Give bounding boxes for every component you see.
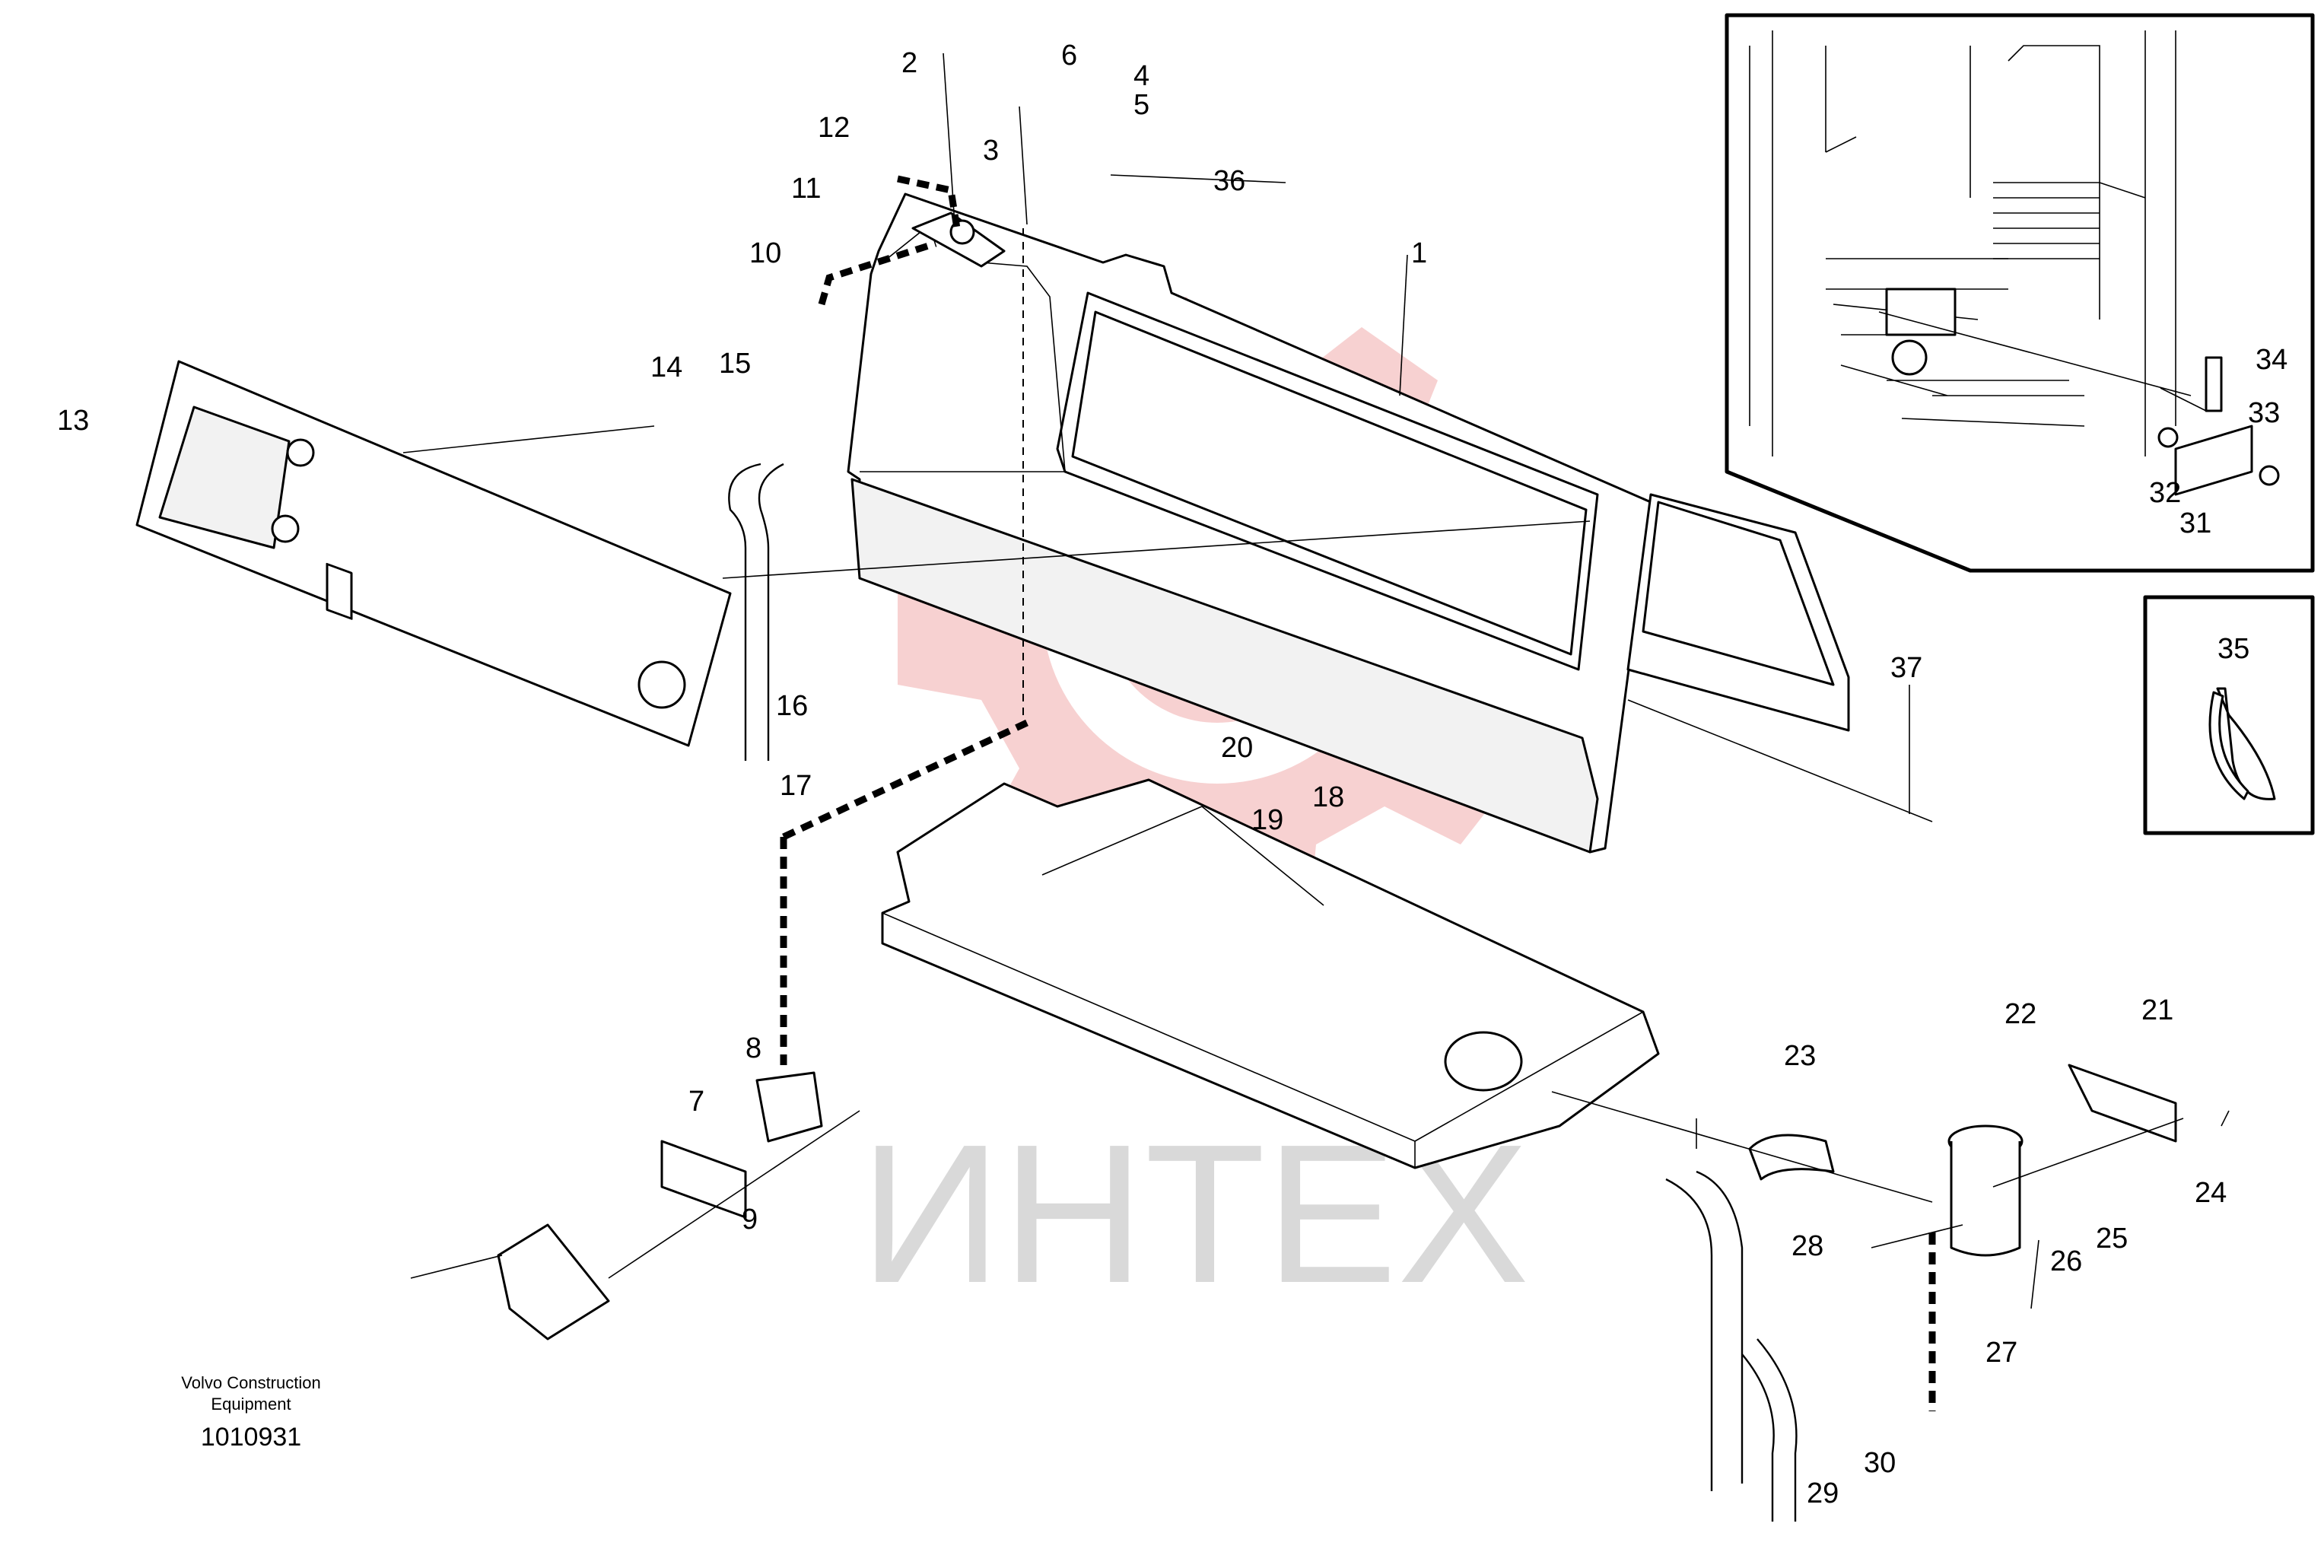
callout-1: 1 — [1411, 237, 1427, 269]
callout-15: 15 — [719, 348, 751, 380]
callout-26: 26 — [2050, 1245, 2082, 1277]
callout-3: 3 — [983, 135, 999, 167]
callout-10: 10 — [749, 237, 781, 269]
callout-5: 5 — [1133, 89, 1149, 121]
callout-6: 6 — [1061, 40, 1077, 72]
inset-detail-box — [1725, 13, 2315, 573]
callout-30: 30 — [1864, 1447, 1896, 1479]
callout-28: 28 — [1791, 1230, 1823, 1262]
lower-duct-housing — [881, 778, 1660, 1169]
callout-31: 31 — [2179, 507, 2211, 539]
callout-7: 7 — [688, 1086, 704, 1118]
brand-line-1: Volvo Construction — [181, 1373, 320, 1392]
callout-13: 13 — [57, 405, 89, 437]
callout-2: 2 — [901, 47, 917, 79]
switch-panel — [135, 360, 732, 747]
callout-17: 17 — [780, 770, 812, 802]
callout-33: 33 — [2248, 397, 2280, 429]
callout-24: 24 — [2195, 1177, 2227, 1209]
brand-line-2: Equipment — [211, 1395, 291, 1414]
switch-slots — [326, 562, 353, 620]
callout-8: 8 — [746, 1032, 761, 1064]
drawing-number: 1010931 — [201, 1423, 301, 1452]
callout-4: 4 — [1133, 60, 1149, 92]
callout-36: 36 — [1213, 165, 1245, 197]
drawing-caption: Volvo Construction Equipment 1010931 — [181, 1373, 320, 1452]
callout-34: 34 — [2256, 344, 2287, 376]
callout-20: 20 — [1221, 732, 1253, 764]
mounting-brackets — [497, 1064, 2177, 1341]
callout-32: 32 — [2149, 477, 2181, 509]
callout-25: 25 — [2096, 1223, 2128, 1255]
instrument-panel-housing — [847, 192, 1850, 854]
callout-23: 23 — [1784, 1040, 1816, 1072]
callout-37: 37 — [1890, 652, 1922, 684]
callout-9: 9 — [742, 1204, 758, 1236]
callout-16: 16 — [776, 690, 808, 722]
callout-22: 22 — [2004, 998, 2036, 1030]
callout-29: 29 — [1807, 1477, 1839, 1509]
inset-cable-tie-box — [2143, 595, 2315, 835]
callout-19: 19 — [1251, 804, 1283, 836]
hoses — [728, 463, 2024, 1522]
callout-35: 35 — [2217, 633, 2249, 665]
callout-11: 11 — [791, 173, 821, 205]
callout-labels: 1 2 3 4 5 6 7 8 9 10 11 12 13 14 15 16 1… — [57, 40, 2287, 1509]
callout-21: 21 — [2141, 994, 2173, 1026]
dashed-connectors — [780, 175, 1936, 1411]
leader-lines — [402, 52, 2230, 1309]
callout-27: 27 — [1985, 1337, 2017, 1369]
callout-18: 18 — [1312, 781, 1344, 813]
callout-12: 12 — [818, 112, 850, 144]
callout-14: 14 — [650, 351, 682, 383]
